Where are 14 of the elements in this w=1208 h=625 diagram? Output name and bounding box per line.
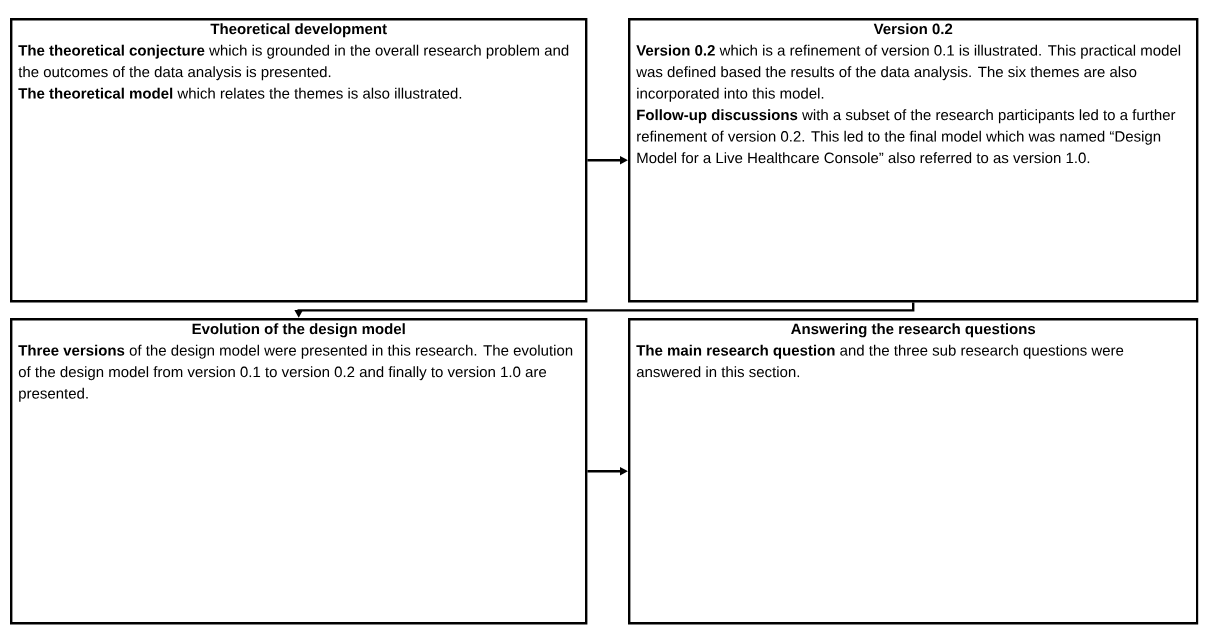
text-box (628, 18, 1199, 303)
paragraph: The theoretical model which relates the themes is also illustrated. (18, 87, 462, 99)
text-box (10, 318, 588, 625)
box-heading: Theoretical development (210, 23, 387, 38)
text-box (10, 18, 588, 303)
paragraph: Version 0.2 which is a refinement of version 0.1 is illustrated. This practical model was defined based the results of the data analysis. The six themes are also incorporated into this model. (636, 44, 1181, 102)
paragraph: Three versions of the design model were presented in this research. The evolution of the design model from version 0.1 to version 0.2 and finally to version 1.0 are presented. (18, 344, 573, 402)
box-heading: Answering the research questions (791, 323, 1036, 338)
box-heading: Evolution of the design model (192, 323, 405, 338)
paragraph: Follow-up discussions with a subset of the research participants led to a further refinement of version 0.2. This led to the final model which was named “Design Model for a Live Healthcare Console” also referred to as version 1.0. (637, 109, 1176, 164)
box-heading: Version 0.2 (873, 23, 953, 35)
paragraph: The main research question and the three sub research questions were answered in this section. (636, 344, 1124, 378)
text-box (628, 318, 1199, 625)
paragraph: The theoretical conjecture which is grounded in the overall research problem and the outcomes of the data analysis is presented. (18, 44, 569, 81)
